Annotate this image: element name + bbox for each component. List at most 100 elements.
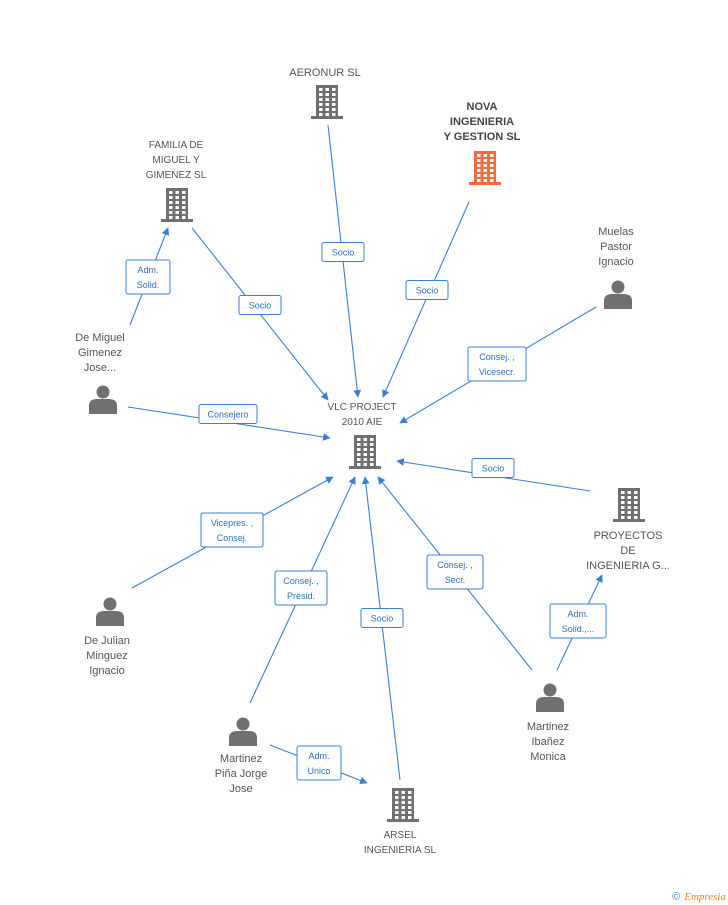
edge-e7: Socio bbox=[396, 458, 591, 492]
relation-label: Socio bbox=[249, 301, 272, 311]
relation-label-box[interactable] bbox=[125, 259, 171, 295]
relation-label: Solid. bbox=[137, 280, 160, 290]
relation-label-box[interactable] bbox=[238, 295, 282, 315]
node-label[interactable]: INGENIERIA bbox=[450, 116, 514, 128]
relation-label: Adm. bbox=[308, 751, 329, 761]
building-icon[interactable] bbox=[161, 188, 193, 222]
node-label[interactable]: Martinez bbox=[527, 721, 569, 733]
node-label[interactable]: PROYECTOS bbox=[594, 530, 663, 542]
relation-label: Vicepres. , bbox=[211, 518, 253, 528]
relation-label: Socio bbox=[371, 614, 394, 624]
relation-label-box[interactable] bbox=[200, 512, 264, 548]
relation-label-box[interactable] bbox=[405, 280, 449, 300]
edge-e10: Socio bbox=[360, 476, 404, 781]
relation-label: Socio bbox=[416, 286, 439, 296]
copyright-symbol: © bbox=[672, 891, 681, 903]
relation-label: Solid.,... bbox=[562, 624, 595, 634]
node-arsel[interactable]: ARSEL INGENIERIA SL bbox=[364, 788, 437, 856]
node-proyectos[interactable]: PROYECTOS DE INGENIERIA G... bbox=[586, 488, 670, 572]
node-label[interactable]: DE bbox=[620, 545, 635, 557]
node-label[interactable]: GIMENEZ SL bbox=[146, 170, 207, 181]
edge-e11: Consej. ,Secr. bbox=[377, 476, 533, 671]
node-vlc[interactable]: VLC PROJECT 2010 AIE bbox=[328, 402, 397, 469]
node-label[interactable]: Piña Jorge bbox=[215, 768, 268, 780]
person-icon[interactable] bbox=[229, 717, 257, 747]
relation-label-box[interactable] bbox=[471, 458, 515, 478]
node-label[interactable]: AERONUR SL bbox=[289, 67, 361, 79]
relation-label-box[interactable] bbox=[274, 570, 328, 606]
edge-e5: Consej. , Vicesecr. bbox=[399, 306, 597, 424]
relation-label-box[interactable] bbox=[296, 745, 342, 781]
node-label[interactable]: NOVA bbox=[467, 101, 498, 113]
node-label[interactable]: MIGUEL Y bbox=[152, 155, 200, 166]
node-familia[interactable]: FAMILIA DE MIGUEL Y GIMENEZ SL bbox=[146, 140, 207, 222]
node-nova[interactable]: NOVA INGENIERIA Y GESTION SL bbox=[444, 101, 521, 185]
relation-label: Consej. , bbox=[479, 352, 515, 362]
node-label[interactable]: Pastor bbox=[600, 241, 632, 253]
node-label[interactable]: Martinez bbox=[220, 753, 262, 765]
node-label[interactable]: ARSEL bbox=[384, 830, 417, 841]
relation-label: Consej. , bbox=[283, 576, 319, 586]
node-label[interactable]: Ibañez bbox=[531, 736, 564, 748]
edge-e8: Vicepres. , Consej. bbox=[131, 476, 334, 589]
building-icon[interactable] bbox=[613, 488, 645, 522]
node-label[interactable]: INGENIERIA G... bbox=[586, 560, 670, 572]
edge-e3: Socio bbox=[191, 227, 329, 401]
edge-e2: Socio bbox=[382, 201, 470, 398]
node-label[interactable]: Y GESTION SL bbox=[444, 131, 521, 143]
node-label[interactable]: Gimenez bbox=[78, 347, 122, 359]
node-label[interactable]: 2010 AIE bbox=[342, 417, 383, 428]
node-label[interactable]: Minguez bbox=[86, 650, 128, 662]
relation-label: Consejero bbox=[207, 410, 248, 420]
edge-e1: Socio bbox=[321, 124, 365, 398]
person-icon[interactable] bbox=[96, 597, 124, 627]
relation-label-box[interactable] bbox=[321, 242, 365, 262]
node-label[interactable]: FAMILIA DE bbox=[149, 140, 204, 151]
edge-line bbox=[361, 476, 401, 781]
building-icon[interactable] bbox=[469, 151, 501, 185]
node-label[interactable]: INGENIERIA SL bbox=[364, 845, 437, 856]
edge-e12: Adm. Solid.,... bbox=[549, 574, 607, 671]
building-icon[interactable] bbox=[387, 788, 419, 822]
building-icon[interactable] bbox=[349, 435, 381, 469]
relation-label: Presid. bbox=[287, 591, 315, 601]
building-icon[interactable] bbox=[311, 85, 343, 119]
relation-label-box[interactable] bbox=[198, 404, 258, 424]
relation-label: Adm. bbox=[567, 609, 588, 619]
person-icon[interactable] bbox=[604, 280, 632, 310]
empresia-logo: Empresia bbox=[684, 891, 726, 903]
edge-e4: Adm. Solid. bbox=[125, 227, 171, 326]
node-label[interactable]: VLC PROJECT bbox=[328, 402, 397, 413]
node-label[interactable]: Jose bbox=[229, 783, 252, 795]
node-label[interactable]: Ignacio bbox=[89, 665, 124, 677]
node-aeronur[interactable]: AERONUR SL bbox=[289, 67, 361, 119]
edge-e9: Consej. , Presid. bbox=[249, 476, 356, 704]
node-label[interactable]: Jose... bbox=[84, 362, 116, 374]
relation-label: Socio bbox=[332, 248, 355, 258]
node-label[interactable]: Muelas bbox=[598, 226, 634, 238]
node-label[interactable]: De Miguel bbox=[75, 332, 125, 344]
relation-label: Unico bbox=[307, 766, 330, 776]
relation-label: Consej. bbox=[217, 533, 248, 543]
relation-label: Socio bbox=[482, 464, 505, 474]
node-label[interactable]: De Julian bbox=[84, 635, 130, 647]
relation-label-box[interactable] bbox=[360, 608, 404, 628]
edge-e6: Consejero bbox=[127, 404, 331, 441]
relation-label-box[interactable] bbox=[467, 346, 527, 382]
person-icon[interactable] bbox=[89, 385, 117, 415]
relation-label-box[interactable] bbox=[426, 554, 484, 590]
node-label[interactable]: Monica bbox=[530, 751, 566, 763]
relation-label: Vicesecr. bbox=[479, 367, 515, 377]
relation-label-box[interactable] bbox=[549, 603, 607, 639]
footer-brand: ©Empresia bbox=[672, 891, 726, 903]
node-label[interactable]: Ignacio bbox=[598, 256, 633, 268]
relation-label: Secr. bbox=[445, 575, 466, 585]
relation-label: Adm. bbox=[137, 265, 158, 275]
node-demiguel[interactable]: De MiguelGimenezJose... bbox=[75, 332, 125, 414]
person-icon[interactable] bbox=[536, 683, 564, 713]
